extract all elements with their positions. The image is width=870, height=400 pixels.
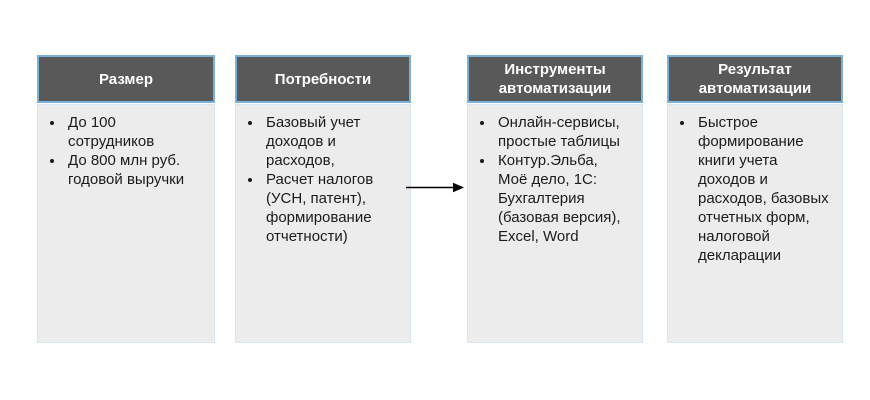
list-item: Онлайн-сервисы, простые таблицы [495,113,637,151]
list-item: Быстрое формирование книги учета доходов… [695,113,837,265]
bullet-list: До 100 сотрудников До 800 млн руб. годов… [48,113,209,189]
column-needs: Потребности Базовый учет доходов и расхо… [235,55,411,343]
column-size: Размер До 100 сотрудников До 800 млн руб… [37,55,215,343]
column-size-body: До 100 сотрудников До 800 млн руб. годов… [37,104,215,343]
list-item: Контур.Эльба, Моё дело, 1С: Бухгалтерия … [495,151,637,246]
list-item: До 100 сотрудников [65,113,209,151]
arrow-right-icon [406,182,464,193]
column-tools-body: Онлайн-сервисы, простые таблицы Контур.Э… [467,104,643,343]
bullet-list: Базовый учет доходов и расходов, Расчет … [246,113,405,246]
column-size-header: Размер [37,55,215,103]
list-item: Расчет налогов (УСН, патент), формирован… [263,170,405,246]
bullet-list: Онлайн-сервисы, простые таблицы Контур.Э… [478,113,637,246]
column-tools-header: Инструменты автоматизации [467,55,643,103]
column-result-body: Быстрое формирование книги учета доходов… [667,104,843,343]
column-result-header: Результат автоматизации [667,55,843,103]
bullet-list: Быстрое формирование книги учета доходов… [678,113,837,265]
column-needs-header: Потребности [235,55,411,103]
column-tools: Инструменты автоматизации Онлайн-сервисы… [467,55,643,343]
column-needs-body: Базовый учет доходов и расходов, Расчет … [235,104,411,343]
list-item: Базовый учет доходов и расходов, [263,113,405,170]
column-result: Результат автоматизации Быстрое формиров… [667,55,843,343]
list-item: До 800 млн руб. годовой выручки [65,151,209,189]
